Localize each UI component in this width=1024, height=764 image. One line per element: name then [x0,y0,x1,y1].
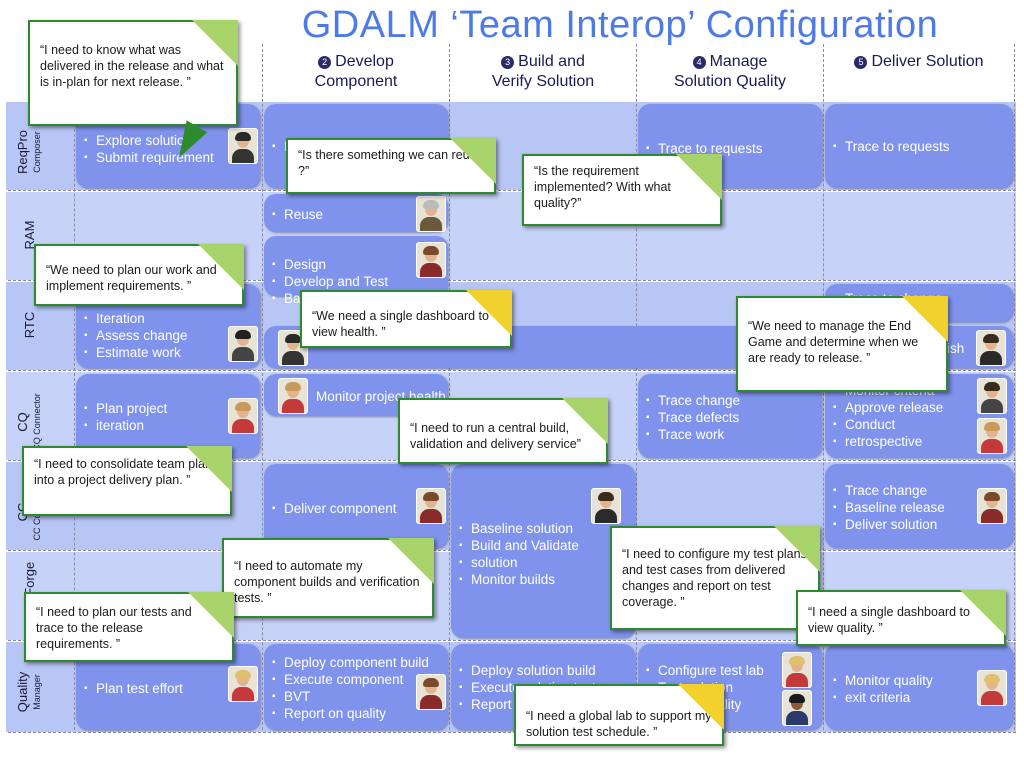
callout-configure-tests: “I need to configure my test plans and t… [610,526,820,630]
step-number: 3 [501,56,515,69]
activity-item: exit criteria [833,689,933,706]
grid-line [74,44,75,730]
avatar [228,128,258,164]
activity-box-cc-develop[interactable]: Deliver component [264,464,448,548]
activity-box-qm-deliver[interactable]: Monitor qualityexit criteria [825,644,1013,730]
callout-plan-work: “We need to plan our work and implement … [34,244,244,306]
callout-dashboard-health: “We need a single dashboard to view heal… [300,290,512,348]
activity-item: iteration [84,417,167,434]
callout-dashboard-quality: “I need a single dashboard to view quali… [796,590,1006,646]
grid-line [449,44,450,730]
activity-item: Execute component [272,671,429,688]
avatar [977,378,1007,414]
page-title: GDALM ‘Team Interop’ Configuration [301,4,939,46]
activity-item: Baseline solution [459,520,579,537]
activity-box-cq-deliver[interactable]: Monitor criteriaApprove releaseConductre… [825,374,1013,458]
step-number: 5 [854,56,868,69]
avatar [416,196,446,232]
activity-item: Deploy solution build [459,662,596,679]
activity-item: Trace change [833,482,945,499]
activity-item: Assess change [84,327,188,344]
activity-item: Plan test effort [84,680,183,697]
callout-release-content: “I need to know what was delivered in th… [28,20,238,126]
activity-item: Trace change [646,392,740,409]
activity-box-reqpro-deliver[interactable]: Trace to requests [825,104,1013,188]
avatar [228,398,258,434]
grid-line [1014,44,1015,730]
activity-box-qm-develop[interactable]: Deploy component buildExecute componentB… [264,644,448,730]
avatar [278,378,308,414]
activity-item: Trace to requests [646,140,763,157]
activity-item: Baseline release [833,499,945,516]
activity-item: Approve release [833,399,943,416]
grid-line [636,44,637,730]
avatar [416,242,446,278]
grid-line [8,370,1016,371]
grid-line [262,44,263,730]
activity-item: Monitor builds [459,571,579,588]
callout-requirement-implemented: “Is the requirement implemented? With wh… [522,154,722,226]
activity-box-ram-design[interactable]: DesignDevelop and TestBa [264,236,448,307]
activity-item: Plan project [84,400,167,417]
callout-end-game: “We need to manage the End Game and dete… [736,296,948,392]
activity-box-ram-reuse[interactable]: Reuse [264,194,448,232]
grid-line [8,190,1016,191]
activity-item: Deliver solution [833,516,945,533]
avatar [782,652,812,688]
activity-item: Trace to requests [833,138,950,155]
callout-consolidate-plans: “I need to consolidate team plans into a… [22,446,232,516]
activity-item: Explore solution [84,132,214,149]
activity-item: Reuse [272,206,323,223]
avatar [228,666,258,702]
grid-line [8,640,1016,641]
activity-item: Conduct [833,416,943,433]
avatar [977,670,1007,706]
avatar [416,488,446,524]
activity-item: Develop and Test [272,273,388,290]
callout-global-lab: “I need a global lab to support my solut… [514,684,724,746]
activity-item: Trace work [646,426,740,443]
activity-item: BVT [272,688,429,705]
callout-central-build: “I need to run a central build, validati… [398,398,608,464]
activity-item: retrospective [833,433,943,450]
activity-item: Monitor quality [833,672,933,689]
activity-item: Deploy component build [272,654,429,671]
callout-plan-tests: “I need to plan our tests and trace to t… [24,592,234,662]
avatar [977,418,1007,454]
avatar [416,674,446,710]
callout-reuse: “Is there something we can reuse ?” [286,138,496,194]
activity-item: Configure test lab [646,662,764,679]
activity-item: Submit requirement [84,149,214,166]
avatar [976,330,1006,366]
activity-item: solution [459,554,579,571]
step-number: 2 [318,56,332,69]
activity-item: Estimate work [84,344,188,361]
step-number: 4 [692,56,706,69]
activity-item: Trace defects [646,409,740,426]
activity-box-cc-deliver[interactable]: Trace changeBaseline releaseDeliver solu… [825,464,1013,548]
activity-item: Design [272,256,388,273]
avatar [228,326,258,362]
grid-line [8,280,1016,281]
grid-line [8,732,1016,733]
callout-automate-builds: “I need to automate my component builds … [222,538,434,618]
activity-item: Report [459,696,596,713]
activity-item: Build and Validate [459,537,579,554]
activity-box-cc-build[interactable]: Baseline solutionBuild and Validatesolut… [451,464,635,638]
activity-item: Report on quality [272,705,429,722]
activity-box-cq-plan[interactable]: Plan projectiteration [76,374,260,458]
activity-item: Ba [272,290,388,307]
avatar [591,488,621,524]
avatar [977,488,1007,524]
avatar [782,690,812,726]
activity-item: Iteration [84,310,188,327]
activity-item: Deliver component [272,500,397,517]
